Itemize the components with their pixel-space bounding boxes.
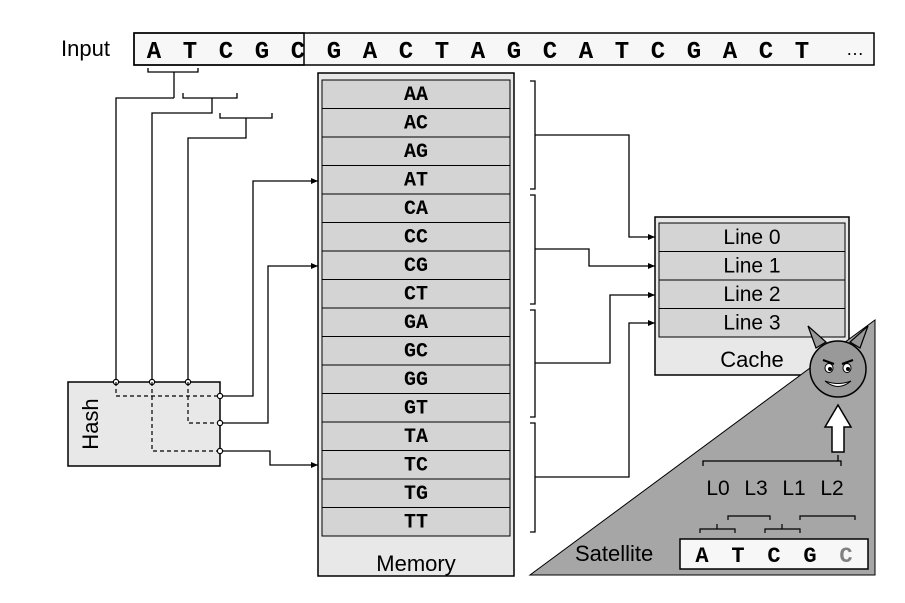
- satellite-letter: G: [803, 544, 816, 569]
- line-order-label: L1: [782, 477, 805, 500]
- input-letter: T: [183, 39, 197, 66]
- input-window-box: [133, 32, 305, 66]
- cache-line: [658, 251, 846, 281]
- satellite-pair-brackets: [699, 515, 856, 533]
- input-letter: A: [147, 39, 162, 66]
- hash-label: Hash: [78, 398, 103, 449]
- memory-row-label: CT: [404, 284, 428, 307]
- memory-row: [321, 478, 511, 508]
- memory-row: [321, 279, 511, 309]
- input-letter: C: [651, 39, 665, 66]
- input-letter: T: [435, 39, 449, 66]
- input-pair-brackets: [147, 68, 273, 122]
- input-label: Input: [61, 36, 110, 61]
- memory-row: [321, 421, 511, 451]
- input-letter: G: [507, 39, 521, 66]
- line-order-label: L0: [706, 477, 729, 500]
- input-letter: A: [723, 39, 738, 66]
- memory-label: Memory: [376, 551, 455, 576]
- memory-row-label: TC: [404, 455, 428, 478]
- satellite-letter: C: [767, 544, 780, 569]
- memory-row-label: AC: [404, 113, 428, 136]
- input-letter: C: [291, 39, 305, 66]
- memory-row-label: GT: [404, 398, 428, 421]
- up-arrow-icon: [823, 403, 853, 453]
- satellite-letter: A: [695, 544, 709, 569]
- memory-row: [321, 79, 511, 109]
- input-letter: C: [759, 39, 773, 66]
- satellite-label: Satellite: [575, 541, 653, 566]
- memory-block: AA AC AG AT CA CC CG CT GA GC GG GT TA TC TG TT Memory: [317, 72, 515, 577]
- hash-to-memory-arrows: [223, 178, 318, 468]
- input-letter: A: [363, 39, 378, 66]
- input-ellipsis: …: [846, 39, 864, 59]
- memory-row: [321, 250, 511, 280]
- memory-row: [321, 307, 511, 337]
- memory-row-label: AG: [404, 141, 428, 164]
- line-order-label: L2: [820, 477, 843, 500]
- input-letter: C: [399, 39, 413, 66]
- memory-row-label: TA: [404, 426, 428, 449]
- cache-line-label: Line 3: [723, 312, 780, 335]
- memory-row: [321, 136, 511, 166]
- input-letter: C: [543, 39, 557, 66]
- memory-row: [321, 507, 511, 537]
- memory-row-label: TT: [404, 512, 428, 535]
- memory-row: [321, 364, 511, 394]
- memory-row-label: GC: [404, 341, 428, 364]
- attacker-region: [528, 319, 876, 576]
- cache-line: [658, 222, 846, 252]
- memory-row-label: AT: [404, 170, 428, 193]
- memory-row-label: TG: [404, 483, 428, 506]
- satellite-letter: C: [839, 544, 852, 569]
- memory-group-brackets: [530, 80, 536, 533]
- input-letter: C: [219, 39, 233, 66]
- memory-row: [321, 336, 511, 366]
- memory-row-label: GA: [404, 312, 428, 335]
- input-letter: A: [471, 39, 486, 66]
- input-to-hash-lines: [115, 97, 247, 382]
- input-letter: T: [615, 39, 629, 66]
- memory-row: [321, 450, 511, 480]
- memory-row: [321, 393, 511, 423]
- input-letter: G: [687, 39, 701, 66]
- input-letter: T: [795, 39, 809, 66]
- memory-row-label: CC: [404, 227, 428, 250]
- memory-row-label: CG: [404, 255, 428, 278]
- cache-line-label: Line 0: [723, 226, 780, 249]
- hash-output-ports: [216, 392, 224, 455]
- line-order-bracket: [702, 455, 842, 466]
- satellite-letter: T: [731, 544, 744, 569]
- cache-line: [658, 279, 846, 309]
- hash-box: Hash: [67, 381, 221, 467]
- memory-row: [321, 222, 511, 252]
- input-letter: A: [579, 39, 594, 66]
- memory-to-cache-arrows: [535, 134, 655, 478]
- memory-row-label: AA: [404, 84, 428, 107]
- cache-line-label: Line 1: [723, 255, 780, 278]
- memory-row: [321, 165, 511, 195]
- hash-internal-wiring: [115, 382, 220, 452]
- cache-line-label: Line 2: [723, 283, 780, 306]
- memory-row: [321, 193, 511, 223]
- input-letter: G: [327, 39, 341, 66]
- devil-face-icon: [807, 325, 869, 398]
- memory-row-label: CA: [404, 198, 428, 221]
- cache-label: Cache: [720, 347, 784, 372]
- satellite-box: [679, 538, 869, 570]
- input-letter: G: [255, 39, 269, 66]
- memory-row-label: GG: [404, 369, 428, 392]
- cache-block: Line 0 Line 1 Line 2 Line 3 Cache: [654, 216, 850, 376]
- line-order-label: L3: [744, 477, 767, 500]
